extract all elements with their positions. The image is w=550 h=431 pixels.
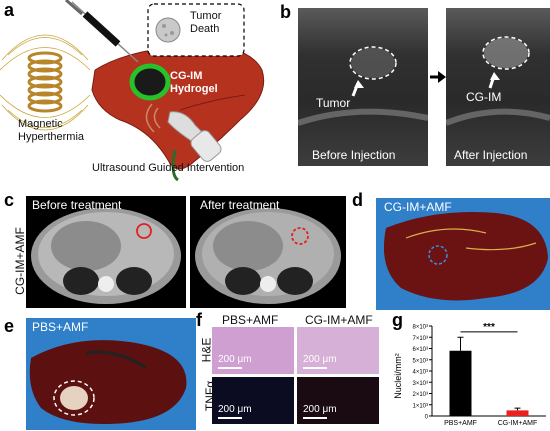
liver-photo-pbs: PBS+AMF [26,318,196,430]
bar-cg-im-amf [506,410,529,416]
panel-d-title: CG-IM+AMF [384,200,452,214]
y-tick-label: 8×10³ [412,325,428,331]
panel-f-col2: CG-IM+AMF [305,313,373,327]
scale-label: 200 μm [303,404,337,415]
ultrasound-probe-icon [145,103,222,162]
panel-label-f: f [196,310,202,330]
y-tick-label: 2×10³ [412,392,428,398]
magnetic-coil-icon [0,34,91,131]
y-axis-label: Nuclei/mm² [393,353,403,399]
intervention-label: Ultrasound Guided Intervention [92,162,245,174]
y-tick-label: 0 [425,415,429,421]
panel-label-a: a [4,0,15,20]
hydrogel-ring [129,63,171,101]
y-tick-label: 7×10³ [412,336,428,342]
hyperthermia-label: Magnetic Hyperthermia [18,118,85,143]
panel-label-c: c [4,190,15,210]
panel-label-b: b [280,2,291,22]
syringe-icon [65,0,139,63]
ct-before-image: Before treatment [26,196,186,308]
y-tick-label: 3×10³ [412,381,428,387]
significance-label: *** [483,322,495,333]
panel-label-d: d [352,190,363,210]
liver-photo-cg-im: CG-IM+AMF [376,198,550,310]
before-injection-caption: Before Injection [312,148,396,162]
panel-label-g: g [392,310,403,330]
ct-after-image: After treatment [190,196,346,308]
panel-a-illustration [0,0,265,182]
y-tick-label: 1×10³ [412,403,428,409]
scale-label: 200 μm [303,354,337,365]
panel-e-title: PBS+AMF [32,320,89,334]
panel-label-e: e [4,316,15,336]
he-cg-tile: 200 μm [297,327,379,374]
tnf-pbs-tile: 200 μm [212,377,294,424]
tnf-cg-tile: 200 μm [297,377,379,424]
bar-pbs-amf [449,350,472,416]
x-tick-label: CG-IM+AMF [498,420,537,427]
panel-c-row-label: CG-IM+AMF [12,227,27,295]
bar-chart: Nuclei/mm² 0 1×10³ 2×10³ 3×10³ 4×10³ 5×10³ 6×1… [393,322,546,427]
after-injection-caption: After Injection [454,148,528,162]
right-arrow-icon [430,71,446,83]
after-treatment-label: After treatment [200,198,280,212]
he-pbs-tile: 200 μm [212,327,294,374]
x-tick-label: PBS+AMF [444,420,477,427]
scale-label: 200 μm [218,404,252,415]
ultrasound-before-image: Tumor Before Injection [298,8,428,166]
cg-im-annotation: CG-IM [466,90,502,104]
panel-f-col1: PBS+AMF [222,313,279,327]
before-treatment-label: Before treatment [32,198,122,212]
tumor-death-label: Tumor Death [190,10,222,35]
ultrasound-after-image: CG-IM After Injection [446,8,550,166]
hydrogel-label: CG-IM Hydrogel [170,70,218,95]
tumor-cell-icon [155,17,181,43]
tumor-annotation: Tumor [316,96,351,110]
y-tick-label: 6×10³ [412,347,428,353]
scale-label: 200 μm [218,354,252,365]
y-tick-label: 5×10³ [412,358,428,364]
liver-shape [91,44,265,170]
y-tick-label: 4×10³ [412,370,428,376]
